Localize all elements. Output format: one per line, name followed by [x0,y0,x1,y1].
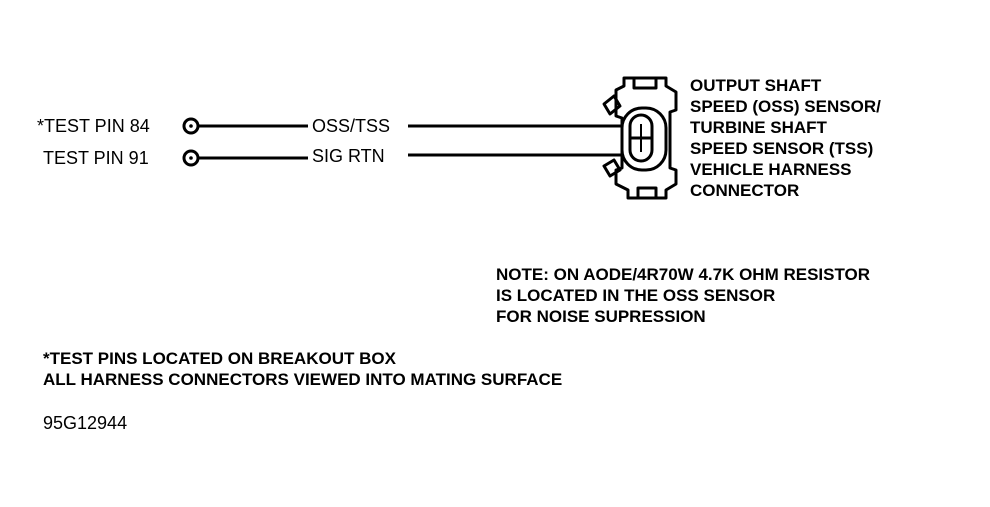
test-pin-84-terminal [182,117,200,135]
figure-id: 95G12944 [43,413,128,433]
test-pin-91-terminal [182,149,200,167]
signal-label-oss-tss: OSS/TSS [312,116,391,136]
signal-label-sig-rtn: SIG RTN [312,146,385,166]
resistor-note-line: NOTE: ON AODE/4R70W 4.7K OHM RESISTOR [496,265,871,284]
connector-description-line: CONNECTOR [690,181,800,200]
footnote-line: *TEST PINS LOCATED ON BREAKOUT BOX [43,349,396,368]
resistor-note: NOTE: ON AODE/4R70W 4.7K OHM RESISTOR IS… [496,264,870,327]
connector-description-line: TURBINE SHAFT [690,118,827,137]
harness-connector [602,76,678,200]
connector-description-line: SPEED (OSS) SENSOR/ [690,97,881,116]
connector-description-line: VEHICLE HARNESS [690,160,852,179]
connector-description: OUTPUT SHAFT SPEED (OSS) SENSOR/ TURBINE… [690,75,881,201]
test-pin-91-label: TEST PIN 91 [43,148,149,168]
footnote: *TEST PINS LOCATED ON BREAKOUT BOX ALL H… [43,348,562,390]
resistor-note-line: FOR NOISE SUPRESSION [496,307,706,326]
footnote-line: ALL HARNESS CONNECTORS VIEWED INTO MATIN… [43,370,563,389]
connector-description-line: SPEED SENSOR (TSS) [690,139,874,158]
connector-description-line: OUTPUT SHAFT [690,76,822,95]
resistor-note-line: IS LOCATED IN THE OSS SENSOR [496,286,776,305]
test-pin-84-label: *TEST PIN 84 [37,116,150,136]
